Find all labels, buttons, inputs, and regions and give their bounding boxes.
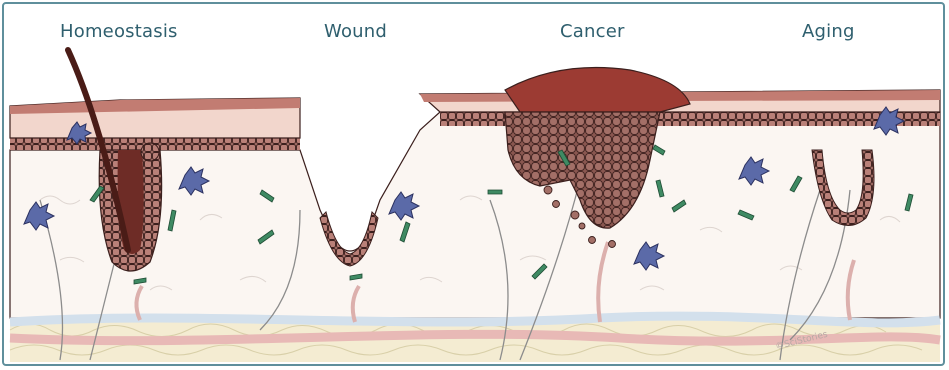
label-aging: Aging [802, 21, 855, 42]
label-homeostasis: Homeostasis [60, 21, 178, 42]
label-wound: Wound [324, 21, 387, 42]
label-cancer: Cancer [560, 21, 625, 42]
